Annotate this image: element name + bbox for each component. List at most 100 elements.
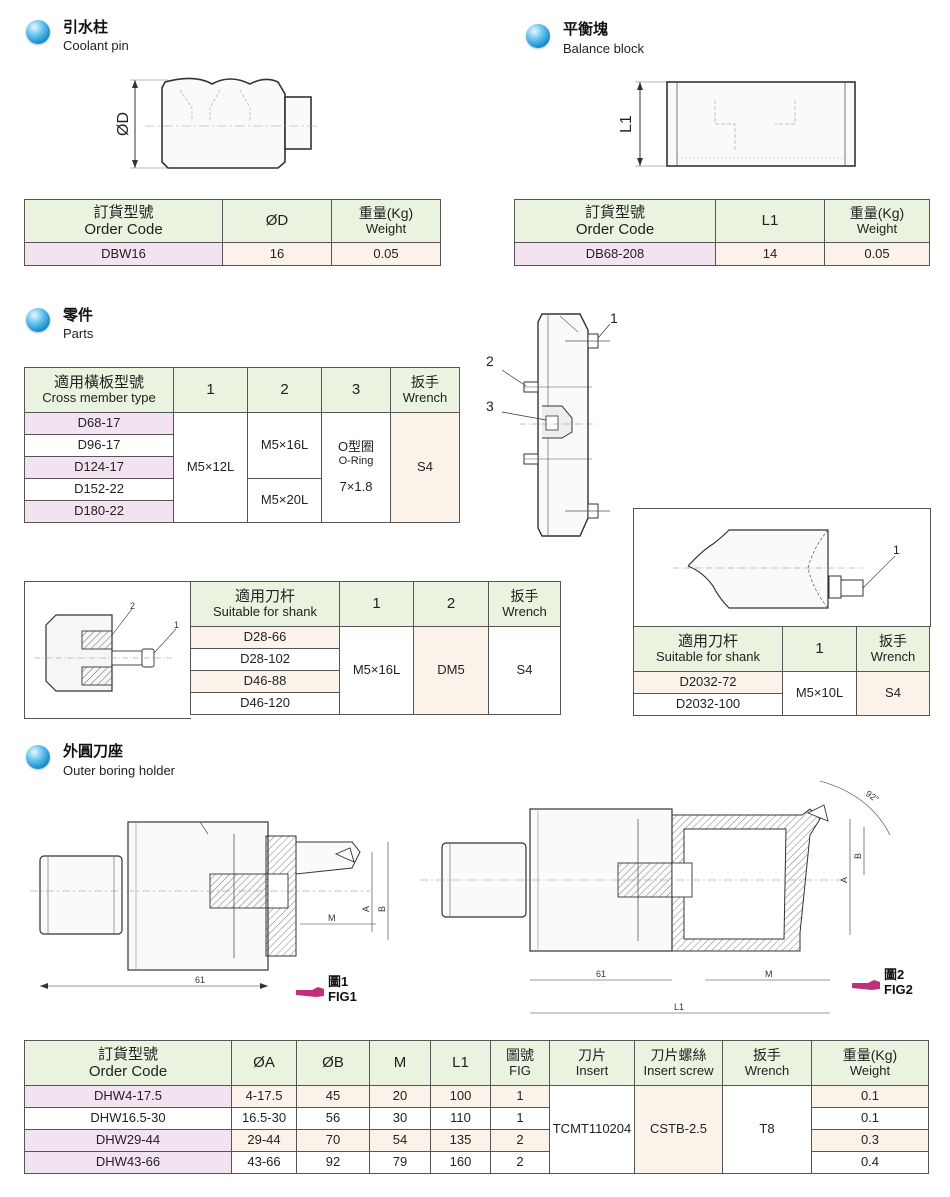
screw-2a-cell: M5×16L [247,412,322,479]
screw-2-cell: DM5 [413,626,489,715]
l1-cell: 14 [715,242,825,266]
shank-drawing: 2 1 [34,601,179,692]
l1-cell: 160 [430,1151,491,1174]
fig2-dim-b: B [853,853,863,859]
order-code-cell: DHW29-44 [24,1129,232,1152]
coolant-pin-title-zh: 引水柱 [63,19,109,36]
order-code-cell: DHW4-17.5 [24,1085,232,1108]
fig2-drawing: 92° 61 M L1 A B [420,780,891,1014]
coolant-pin-dim-label: ØD [115,112,132,136]
header-col-1: 1 [173,367,248,413]
shank2-callout-1: 1 [893,543,900,557]
balance-block-title-zh: 平衡塊 [563,21,609,38]
shank-callout-2: 2 [130,601,135,611]
weight-cell: 0.05 [824,242,930,266]
fig2-dim-length: 61 [596,969,606,979]
section-bullet-icon [526,24,550,48]
fig2-dim-l1: L1 [674,1002,684,1012]
oring-cell: O型圈 O-Ring 7×1.8 [321,412,391,523]
wrench-cell: S4 [390,412,460,523]
fig1-dim-length: 61 [195,975,205,985]
header-weight: 重量(Kg)Weight [331,199,441,243]
header-col-1: 1 [782,626,857,672]
weight-cell: 0.1 [811,1085,929,1108]
header-b: ØB [296,1040,370,1086]
wrench-cell: S4 [488,626,561,715]
coolant-pin-title-en: Coolant pin [63,38,129,53]
fig2-hand-icon [852,980,880,990]
wrench-cell: S4 [856,671,930,716]
cross-type-cell: D180-22 [24,500,174,523]
fig-cell: 2 [490,1151,550,1174]
m-cell: 20 [369,1085,431,1108]
shank-cell: D46-120 [190,692,340,715]
fig2-dim-a: A [839,877,849,883]
insert-cell: TCMT110204 [549,1085,635,1174]
header-weight: 重量(Kg)Weight [824,199,930,243]
fig1-label: 圖1 FIG1 [328,974,357,1004]
table-row: DHW4-17.5 4-17.5 45 20 100 1 TCMT110204 … [24,1085,929,1174]
cross-type-cell: D96-17 [24,434,174,457]
wrench-cell: T8 [722,1085,812,1174]
dia-cell: 16 [222,242,332,266]
drawing-callout-3: 3 [486,398,494,414]
l1-cell: 100 [430,1085,491,1108]
order-code-cell: DHW16.5-30 [24,1107,232,1130]
weight-cell: 0.05 [331,242,441,266]
balance-block-drawing: L1 [618,81,856,167]
shank2-drawing: 1 [673,529,900,609]
balance-block-dim-label: L1 [618,115,635,133]
fig2-dim-angle: 92° [864,788,881,804]
a-cell: 4-17.5 [231,1085,297,1108]
header-a: ØA [231,1040,297,1086]
shank-cell: D2032-72 [633,671,783,694]
b-cell: 92 [296,1151,370,1174]
order-code-cell: DB68-208 [514,242,716,266]
order-code-cell: DHW43-66 [24,1151,232,1174]
coolant-pin-drawing: ØD [115,77,318,169]
fig-cell: 1 [490,1107,550,1130]
header-l1: L1 [430,1040,491,1086]
table-row: DHW29-44 29-44 70 54 135 2 0.3 [24,1129,929,1152]
balance-block-title-en: Balance block [563,41,644,56]
cross-member-drawing: 1 2 3 [486,310,618,537]
cross-type-cell: D68-17 [24,412,174,435]
header-col-2: 2 [413,581,489,627]
outer-boring-title-zh: 外圓刀座 [63,743,124,760]
m-cell: 30 [369,1107,431,1130]
a-cell: 16.5-30 [231,1107,297,1130]
fig2-dim-m: M [765,969,773,979]
screw-1-cell: M5×16L [339,626,414,715]
header-l1: L1 [715,199,825,243]
cross-type-cell: D124-17 [24,456,174,479]
outer-boring-title-en: Outer boring holder [63,763,176,778]
insert-screw-cell: CSTB-2.5 [634,1085,723,1174]
parts-title-zh: 零件 [63,307,94,324]
drawing-callout-1: 1 [610,310,618,326]
weight-cell: 0.3 [811,1129,929,1152]
fig1-hand-icon [296,987,324,997]
fig-cell: 1 [490,1085,550,1108]
shank-cell: D2032-100 [633,693,783,716]
header-col-1: 1 [339,581,414,627]
section-bullet-icon [26,745,50,769]
header-col-3: 3 [321,367,391,413]
m-cell: 54 [369,1129,431,1152]
screw-1-cell: M5×10L [782,671,857,716]
